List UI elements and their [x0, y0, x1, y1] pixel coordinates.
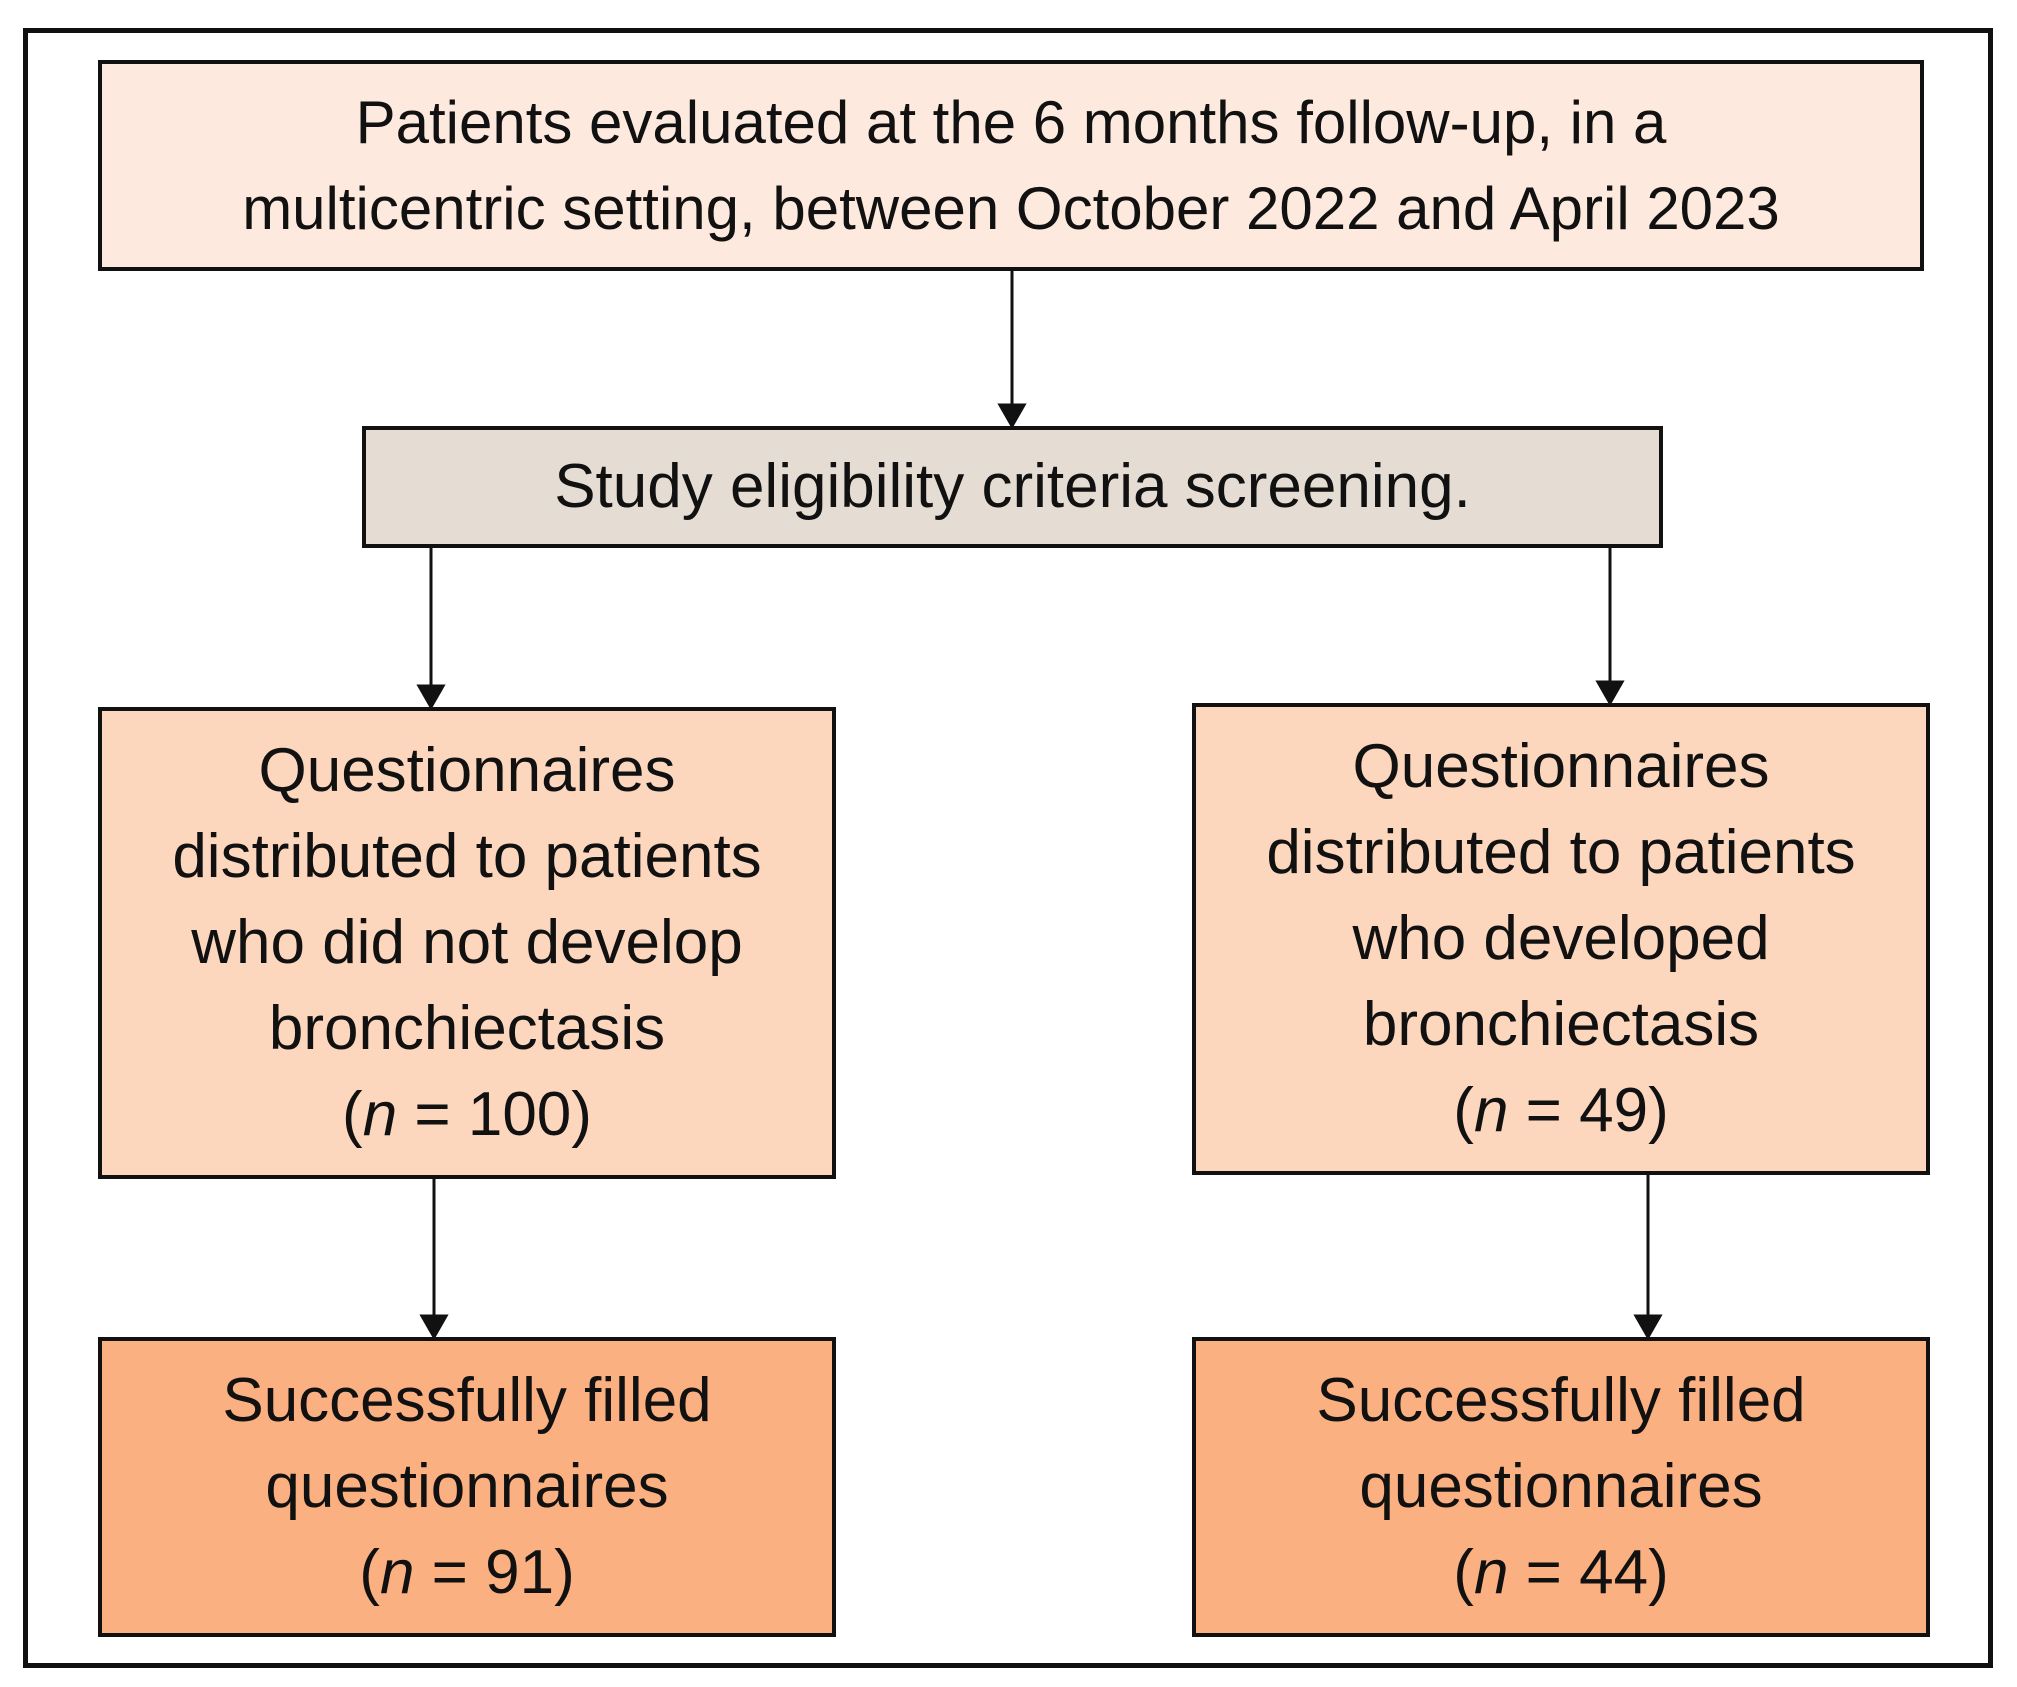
sample-size-label: (n = 44) — [1453, 1538, 1669, 1607]
box-text-line: distributed to patients — [172, 822, 762, 891]
n-value: = 100 — [414, 1080, 572, 1149]
box-text-line: Successfully filled — [1316, 1366, 1806, 1435]
sample-size-label: (n = 49) — [1453, 1076, 1669, 1145]
box-text-line: Questionnaires — [258, 736, 676, 805]
box-patients-evaluated: Patients evaluated at the 6 months follo… — [98, 60, 1924, 271]
box-eligibility-screening: Study eligibility criteria screening. — [362, 426, 1663, 548]
box-text-line: bronchiectasis — [1362, 990, 1760, 1059]
n-value: = 91 — [431, 1538, 555, 1607]
n-value: = 49 — [1525, 1076, 1649, 1145]
box-text-line: bronchiectasis — [268, 994, 666, 1063]
n-symbol: n — [1473, 1538, 1509, 1607]
n-symbol: n — [1473, 1076, 1509, 1145]
box-text-line: Study eligibility criteria screening. — [554, 452, 1471, 521]
sample-size-label: (n = 91) — [359, 1538, 575, 1607]
box-text-line: questionnaires — [1359, 1452, 1763, 1521]
box-text-line: who developed — [1352, 904, 1770, 973]
box-text-line: Patients evaluated at the 6 months follo… — [355, 88, 1667, 156]
box-text-line: multicentric setting, between October 20… — [242, 174, 1780, 242]
box-text-line: Questionnaires — [1352, 732, 1770, 801]
box-text-line: Successfully filled — [222, 1366, 712, 1435]
box-text-line: who did not develop — [191, 908, 743, 977]
box-distributed-no-bronchiectasis: Questionnaires distributed to patients w… — [98, 707, 836, 1179]
n-value: = 44 — [1525, 1538, 1649, 1607]
box-filled-no-bronchiectasis: Successfully filled questionnaires (n = … — [98, 1337, 836, 1637]
box-text-line: questionnaires — [265, 1452, 669, 1521]
sample-size-label: (n = 100) — [342, 1080, 592, 1149]
box-filled-bronchiectasis: Successfully filled questionnaires (n = … — [1192, 1337, 1930, 1637]
box-text-line: distributed to patients — [1266, 818, 1856, 887]
box-distributed-bronchiectasis: Questionnaires distributed to patients w… — [1192, 703, 1930, 1175]
n-symbol: n — [379, 1538, 415, 1607]
n-symbol: n — [362, 1080, 398, 1149]
